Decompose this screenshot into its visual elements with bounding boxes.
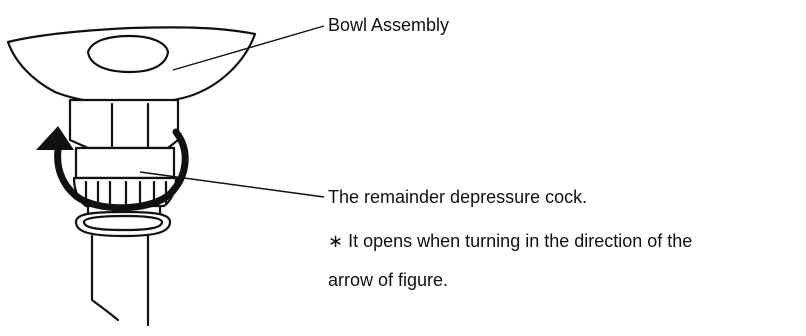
leader-line-bowl [172, 25, 325, 71]
bowl-knob [86, 34, 170, 74]
arrow-head [36, 126, 74, 150]
valve-body [74, 146, 176, 180]
drain-tube [90, 234, 120, 322]
hex-nut [68, 98, 180, 150]
depressure-cock-label: The remainder depressure cock. [328, 187, 588, 207]
leader-line-cock [139, 171, 325, 198]
bowl-assembly-label: Bowl Assembly [328, 15, 450, 35]
note-line-1: ∗ It opens when turning in the direction… [328, 231, 693, 251]
note-line-2: arrow of figure. [328, 270, 449, 290]
rotation-arrow [36, 126, 189, 212]
